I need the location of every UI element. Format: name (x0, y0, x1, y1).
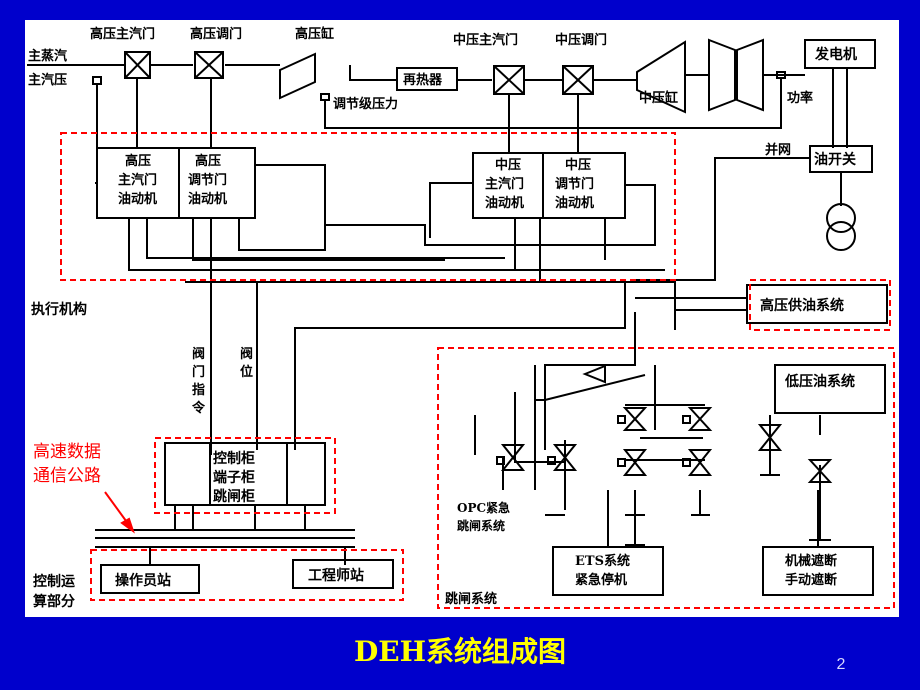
label-ets-1: ETS系统 (575, 553, 630, 569)
engineer-station-box (292, 559, 394, 589)
highway-pointer-arrow (104, 491, 130, 526)
generator-box (804, 39, 876, 69)
hp-oil-supply-group (749, 279, 891, 331)
label-cabinet-2: 端子柜 (213, 469, 255, 486)
label-valve-position-1: 阀 (240, 346, 253, 362)
label-valve-command-2: 门 (192, 364, 205, 380)
orifice-icon (582, 364, 606, 384)
label-ip-control-valve: 中压调门 (555, 32, 607, 48)
label-valve-command-3: 指 (192, 382, 205, 398)
label-hp-control-actuator-1: 高压 (195, 153, 221, 169)
ip-stop-valve-icon (493, 65, 525, 95)
lp-oil-system-box (774, 364, 886, 414)
ip-cylinder-icon (636, 40, 686, 114)
label-power: 功率 (787, 90, 813, 106)
label-ip-control-actuator-1: 中压 (565, 157, 591, 173)
label-trip-system: 跳闸系统 (445, 591, 497, 607)
hp-cylinder-icon (279, 52, 316, 100)
label-oil-switch: 油开关 (814, 151, 856, 168)
label-manual-trip-2: 手动遮断 (785, 572, 837, 588)
label-generator: 发电机 (814, 46, 857, 63)
deh-system-diagram: 主蒸汽 主汽压 高压主汽门 高压调门 高压缸 调节级压力 再热器 中压主汽门 中… (27, 26, 895, 610)
hp-stop-valve-icon (124, 51, 151, 79)
label-hp-stop-actuator-2: 主汽门 (118, 172, 157, 188)
label-valve-position-2: 位 (240, 364, 253, 380)
label-lp-oil-system: 低压油系统 (784, 373, 855, 390)
label-opc-1: OPC紧急 (457, 500, 510, 515)
label-valve-command-4: 令 (192, 400, 206, 416)
control-computing-group (90, 549, 404, 601)
label-opc-2: 跳闸系统 (457, 518, 505, 533)
label-ip-stop-actuator-1: 中压 (495, 157, 521, 173)
cabinet-block (164, 442, 326, 506)
label-engineer-station: 工程师站 (308, 567, 364, 584)
diagram-panel: 主蒸汽 主汽压 高压主汽门 高压调门 高压缸 调节级压力 再热器 中压主汽门 中… (25, 20, 899, 617)
label-hp-oil-supply: 高压供油系统 (760, 297, 844, 314)
label-governing-stage-pressure: 调节级压力 (333, 96, 398, 112)
label-ip-control-actuator-3: 油动机 (555, 195, 594, 211)
label-hp-control-actuator-2: 调节门 (188, 172, 227, 188)
label-cabinet-1: 控制柜 (213, 450, 255, 467)
label-hp-stop-valve: 高压主汽门 (90, 26, 155, 42)
page-number: 2 (836, 656, 846, 673)
label-reheater: 再热器 (403, 72, 443, 88)
label-ip-stop-actuator-3: 油动机 (485, 195, 524, 211)
hp-control-actuator-box (178, 147, 256, 219)
ip-control-valve-icon (562, 65, 594, 95)
label-manual-trip-1: 机械遮断 (785, 553, 837, 569)
pressure-sensor-icon (320, 93, 330, 101)
label-operator-station: 操作员站 (115, 572, 171, 589)
label-ip-stop-valve: 中压主汽门 (453, 32, 518, 48)
label-main-steam-pressure: 主汽压 (28, 72, 67, 88)
label-hp-cylinder: 高压缸 (295, 26, 334, 42)
lp-turbine-icon (708, 38, 736, 112)
label-grid-connection: 并网 (765, 142, 791, 158)
label-highway-1: 高速数据 (33, 442, 101, 462)
label-valve-command-1: 阀 (192, 346, 205, 362)
label-hp-control-actuator-3: 油动机 (188, 191, 227, 207)
cabinet-group (154, 437, 336, 514)
reheater-box (396, 67, 458, 91)
label-control-computing-2: 算部分 (33, 593, 75, 610)
transformer-icon (826, 203, 856, 233)
label-control-computing-1: 控制运 (33, 573, 75, 590)
label-ip-control-actuator-2: 调节门 (555, 176, 594, 192)
label-ip-cylinder: 中压缸 (639, 90, 678, 106)
label-cabinet-3: 跳闸柜 (213, 488, 255, 505)
label-main-steam: 主蒸汽 (28, 48, 67, 64)
label-ets-2: 紧急停机 (575, 572, 627, 588)
label-hp-stop-actuator-3: 油动机 (118, 191, 157, 207)
operator-station-box (100, 564, 200, 594)
label-highway-2: 通信公路 (33, 466, 101, 486)
slide-title: DEH系统组成图 (353, 635, 567, 668)
label-actuators: 执行机构 (31, 301, 87, 318)
trip-system-group (437, 347, 895, 609)
label-hp-control-valve: 高压调门 (190, 26, 242, 42)
hp-oil-supply-box (746, 284, 888, 324)
label-ip-stop-actuator-2: 主汽门 (485, 176, 524, 192)
trip-valve-icon (500, 407, 833, 483)
hp-control-valve-icon (194, 51, 224, 79)
label-hp-stop-actuator-1: 高压 (125, 153, 151, 169)
